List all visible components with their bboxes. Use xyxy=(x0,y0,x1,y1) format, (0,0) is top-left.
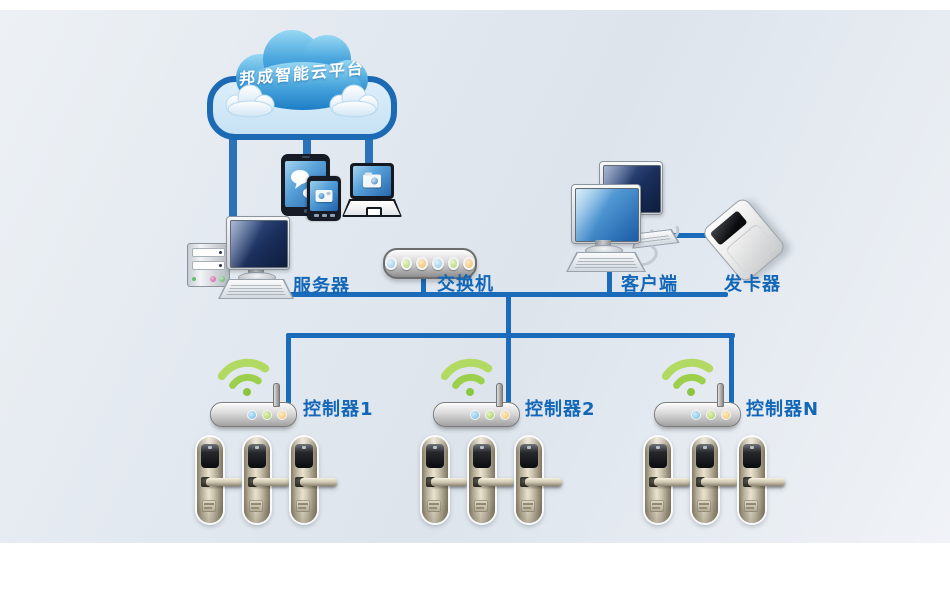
controller1-drop-line xyxy=(286,336,291,404)
controllers-bus-line xyxy=(286,333,735,338)
tablet-camera xyxy=(301,156,310,158)
laptop-latch xyxy=(366,207,382,217)
controllerN-drop-line xyxy=(729,336,734,404)
switch-icon xyxy=(383,248,477,279)
wifi-signal-icon xyxy=(662,358,714,396)
small-cloud-left-icon xyxy=(225,84,275,118)
led xyxy=(432,257,444,270)
door-lock-icon xyxy=(739,437,787,523)
server-label: 服务器 xyxy=(293,276,350,297)
led xyxy=(447,257,460,270)
antenna xyxy=(273,383,280,407)
client-reader-link-line xyxy=(660,233,716,238)
photo-icon xyxy=(315,190,333,202)
door-lock-icon xyxy=(291,437,339,523)
controller2-drop-line xyxy=(506,336,511,404)
phone-screen xyxy=(310,181,338,211)
controllerN-router-icon xyxy=(654,383,741,427)
router-leds xyxy=(691,410,731,420)
cloud-icon xyxy=(236,30,368,110)
client-keyboard-front-icon xyxy=(566,252,646,272)
card-issuer-label: 发卡器 xyxy=(724,274,781,295)
phone-icon xyxy=(307,176,341,221)
server-monitor-icon xyxy=(226,216,290,270)
server-keyboard-icon xyxy=(218,279,294,299)
tower-buttons xyxy=(210,276,225,282)
controller2-router-icon xyxy=(433,383,520,427)
client-label: 客户端 xyxy=(621,274,678,295)
router-leds xyxy=(247,410,287,420)
router-leds xyxy=(470,410,510,420)
antenna xyxy=(496,383,503,407)
led xyxy=(463,257,476,270)
controller1-router-icon xyxy=(210,383,297,427)
door-lock-icon xyxy=(516,437,564,523)
wifi-signal-icon xyxy=(218,358,270,396)
controller1-label: 控制器1 xyxy=(303,399,374,420)
antenna xyxy=(717,383,724,407)
switch-drop-line xyxy=(421,273,426,294)
drive-bay xyxy=(192,261,225,270)
controller2-label: 控制器2 xyxy=(525,399,596,420)
laptop-screen xyxy=(353,166,391,196)
door-lock-icon xyxy=(244,437,292,523)
controllerN-label: 控制器N xyxy=(746,399,820,420)
small-cloud-right-icon xyxy=(329,84,379,118)
laptop-screen-frame xyxy=(350,163,394,199)
client-monitor-front-icon xyxy=(571,184,641,244)
wifi-signal-icon xyxy=(441,358,493,396)
door-lock-icon xyxy=(422,437,470,523)
door-lock-icon xyxy=(469,437,517,523)
door-lock-icon xyxy=(645,437,693,523)
led xyxy=(416,257,428,270)
client-drop-line xyxy=(607,268,612,294)
phone-buttons xyxy=(311,213,337,218)
led xyxy=(400,257,413,270)
tower-led xyxy=(192,277,196,281)
led xyxy=(384,257,397,270)
cloud-to-tablet-link xyxy=(303,128,311,160)
backbone-center-drop-line xyxy=(506,295,511,337)
folder-camera-icon xyxy=(363,172,381,188)
switch-label: 交换机 xyxy=(437,274,494,295)
cloud-to-laptop-link xyxy=(365,128,373,170)
door-lock-icon xyxy=(692,437,740,523)
server-tower-icon xyxy=(187,243,230,287)
cloud-to-server-link xyxy=(229,128,237,222)
backbone-top-line xyxy=(283,292,728,297)
door-lock-icon xyxy=(197,437,245,523)
tablet-home-button xyxy=(303,209,308,213)
drive-bay xyxy=(192,248,225,257)
laptop-icon xyxy=(342,163,402,219)
